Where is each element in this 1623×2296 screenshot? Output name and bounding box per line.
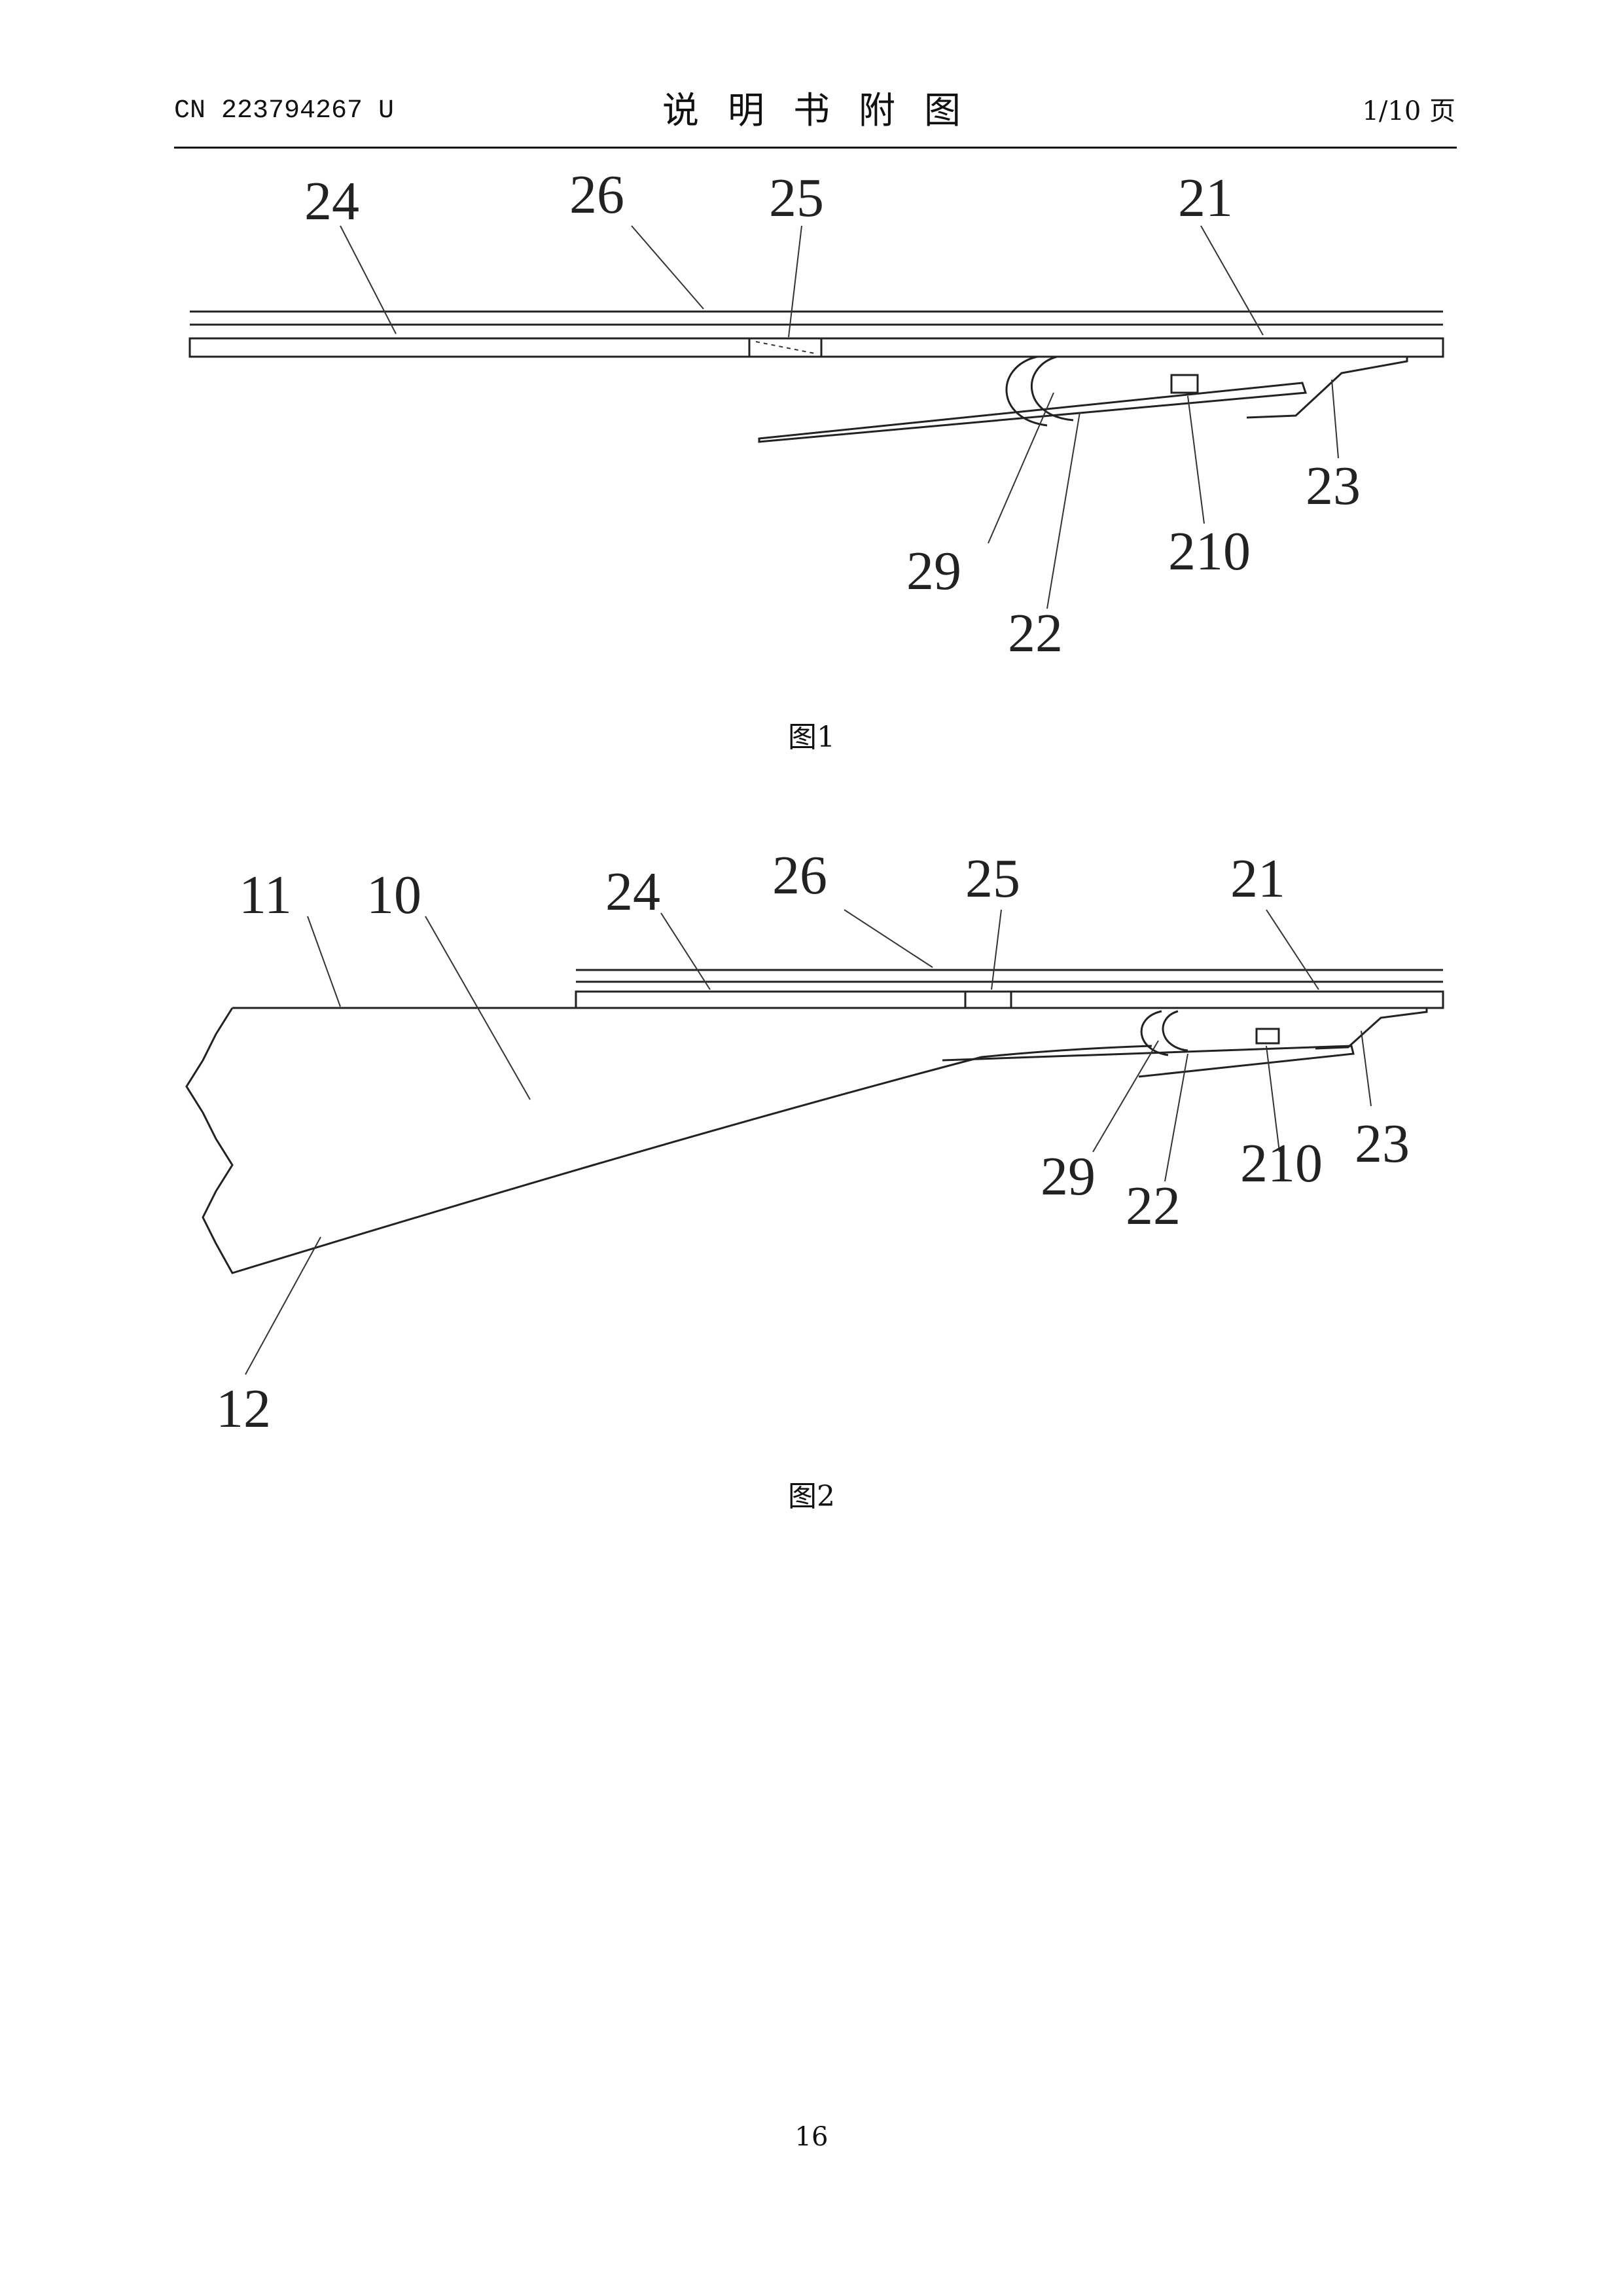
hook-23 xyxy=(1247,357,1407,418)
label-210: 210 xyxy=(1168,521,1251,582)
label-29: 29 xyxy=(1041,1146,1096,1207)
label-11: 11 xyxy=(239,865,292,925)
strip-body xyxy=(190,338,1443,357)
figure-1-caption: 图1 xyxy=(0,713,1623,755)
leader-25 xyxy=(991,910,1001,990)
body-10-outline xyxy=(187,1008,1152,1273)
label-24: 24 xyxy=(605,861,660,922)
block-210 xyxy=(1257,1029,1279,1043)
leader-24 xyxy=(340,226,396,334)
leader-21 xyxy=(1266,910,1319,990)
figure-2-caption: 图2 xyxy=(0,1473,1623,1515)
leader-29 xyxy=(1093,1041,1158,1152)
label-22: 22 xyxy=(1008,603,1063,664)
leader-21 xyxy=(1201,226,1263,335)
label-21: 21 xyxy=(1178,168,1233,228)
label-24: 24 xyxy=(304,171,359,232)
label-10: 10 xyxy=(366,865,421,925)
strip-body xyxy=(576,992,1443,1008)
label-22: 22 xyxy=(1126,1175,1181,1236)
label-21: 21 xyxy=(1230,848,1285,909)
label-210: 210 xyxy=(1240,1133,1323,1194)
label-23: 23 xyxy=(1306,456,1361,516)
leader-11 xyxy=(308,916,340,1007)
label-23: 23 xyxy=(1355,1113,1410,1174)
header-rule xyxy=(174,147,1457,149)
block-25 xyxy=(965,992,1011,1008)
page-indicator: 1/10 页 xyxy=(1362,98,1455,124)
leader-26 xyxy=(844,910,933,967)
blade-22 xyxy=(942,1046,1353,1077)
block-25-hatch xyxy=(756,342,815,353)
leader-23 xyxy=(1361,1031,1371,1106)
leader-24 xyxy=(661,913,710,990)
roller-29-outer xyxy=(1007,357,1047,425)
label-25: 25 xyxy=(965,848,1020,909)
block-210 xyxy=(1171,375,1198,393)
leader-26 xyxy=(632,226,704,309)
figure-1-diagram: 24 26 25 21 23 29 22 210 xyxy=(0,157,1623,694)
leader-22 xyxy=(1047,412,1080,609)
block-25 xyxy=(749,338,821,357)
hook-23 xyxy=(1315,1008,1427,1049)
leader-210 xyxy=(1188,396,1204,524)
figure-2-diagram: 11 10 24 26 25 21 23 29 22 210 12 xyxy=(0,785,1623,1453)
label-25: 25 xyxy=(769,168,824,228)
label-26: 26 xyxy=(569,164,624,225)
label-29: 29 xyxy=(906,541,961,601)
leader-25 xyxy=(789,226,802,337)
leader-23 xyxy=(1332,380,1338,458)
label-12: 12 xyxy=(216,1378,271,1439)
page-number: 16 xyxy=(0,2122,1623,2152)
roller-29-inner xyxy=(1163,1011,1188,1050)
label-26: 26 xyxy=(772,845,827,906)
